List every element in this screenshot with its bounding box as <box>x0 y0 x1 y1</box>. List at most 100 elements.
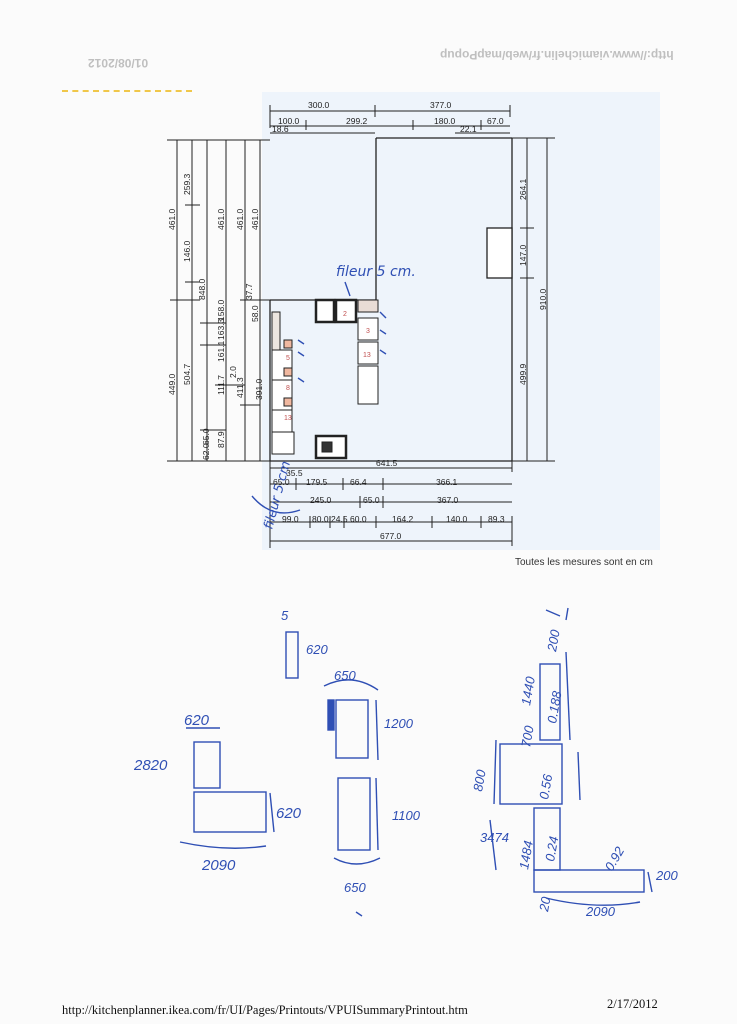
dim-label: 62.0 <box>201 443 211 460</box>
dim-label: 677.0 <box>380 531 402 541</box>
dim-label: 300.0 <box>308 100 330 110</box>
dim-label: 24.5 <box>331 514 348 524</box>
sketch-label: 1440 <box>518 675 538 707</box>
dim-label: 147.0 <box>518 244 528 266</box>
dim-label: 111.7 <box>216 375 226 395</box>
sketch-label: 20 <box>536 895 554 914</box>
dim-label: 299.2 <box>346 116 368 126</box>
dim-label: 848.0 <box>197 278 207 300</box>
dim-label: 146.0 <box>182 240 192 262</box>
highlight-dash <box>62 90 192 92</box>
dim-label: 461.0 <box>235 208 245 230</box>
sketch-label: 1484 <box>516 839 536 870</box>
dim-label: 99.0 <box>282 514 299 524</box>
dim-label: 366.1 <box>436 477 458 487</box>
sketch-1-labels: 620 2820 620 2090 <box>133 712 302 874</box>
sketch-label: 2090 <box>201 857 236 874</box>
dim-label: 499.9 <box>518 363 528 385</box>
dim-label: 22.1 <box>460 124 477 134</box>
dim-label: 100.0 <box>278 116 300 126</box>
sketch-label: 1100 <box>392 808 421 823</box>
cabinet-label: 8 <box>286 385 290 392</box>
dim-label: 60.0 <box>350 514 367 524</box>
cabinet-label: 13 <box>363 352 371 359</box>
dim-label: 2.0 <box>228 366 238 378</box>
sketch-label: 2820 <box>133 757 168 774</box>
sketch-label: 650 <box>344 880 366 895</box>
dim-label: 411.3 <box>235 377 245 398</box>
dim-label: 65.0 <box>363 495 380 505</box>
dim-label: 180.0 <box>434 116 456 126</box>
sketch-label: 3474 <box>480 830 509 845</box>
sketch-label: 620 <box>184 712 210 729</box>
right-dimension-lines <box>512 137 555 462</box>
plan-hand-marks <box>251 281 387 514</box>
sketch-label: 620 <box>276 805 302 822</box>
sketch-label: 200 <box>655 868 678 883</box>
top-dimension-lines <box>269 105 511 134</box>
dim-label: 910.0 <box>538 288 548 310</box>
cabinet-label: 2 <box>343 311 347 318</box>
sketch-2-labels: 5 620 650 1200 1100 650 <box>281 608 421 895</box>
dim-label: 163.3 <box>216 318 226 340</box>
dim-label: 164.2 <box>392 514 414 524</box>
dim-label: 87.9 <box>216 431 226 448</box>
dim-label: 80.0 <box>312 514 329 524</box>
sketch-label: 650 <box>334 668 356 683</box>
cabinet-label: 5 <box>286 355 290 362</box>
cabinet-labels: 2 3 13 5 8 13 <box>284 311 371 422</box>
dim-label: 391.0 <box>254 378 264 400</box>
left-dimension-labels: 461.0 259.3 146.0 848.0 504.7 449.0 461.… <box>167 173 264 460</box>
footer-url: http://kitchenplanner.ikea.com/fr/UI/Pag… <box>62 1003 468 1017</box>
sketch-label: 2090 <box>585 904 616 919</box>
dim-label: 158.0 <box>216 299 226 321</box>
dim-label: 264.1 <box>518 178 528 200</box>
sketch-label: 1200 <box>384 716 414 731</box>
dim-label: 377.0 <box>430 100 452 110</box>
dim-label: 67.0 <box>487 116 504 126</box>
dim-label: 89.3 <box>488 514 505 524</box>
sketch-label: 0.92 <box>602 843 628 873</box>
sketch-3-labels: 200 1440 0.188 700 800 0.56 3474 1484 0.… <box>470 628 678 919</box>
dim-label: 37.7 <box>244 283 254 300</box>
sketch-label: 700 <box>518 724 537 749</box>
sketch-label: 0.56 <box>536 772 555 800</box>
cabinet-label: 3 <box>366 328 370 335</box>
footer-date: 2/17/2012 <box>607 997 658 1011</box>
top-dimension-labels: 300.0 377.0 100.0 299.2 180.0 67.0 18.6 … <box>272 100 504 134</box>
bottom-dimension-lines <box>269 461 513 548</box>
sketch-label: 200 <box>544 628 563 654</box>
cabinet-label: 13 <box>284 415 292 422</box>
right-dimension-labels: 264.1 147.0 910.0 499.9 <box>518 178 548 385</box>
dim-label: 18.6 <box>272 124 289 134</box>
dim-label: 65.0 <box>201 428 211 445</box>
dim-label: 161.1 <box>216 340 226 362</box>
dim-label: 35.5 <box>286 468 303 478</box>
dim-label: 461.0 <box>167 208 177 230</box>
filler-annotation: fileur 5 cm. <box>336 264 416 280</box>
sketch-label: 800 <box>470 768 489 793</box>
sketch-1-drawing <box>179 727 275 849</box>
dim-label: 245.0 <box>310 495 332 505</box>
dim-label: 140.0 <box>446 514 468 524</box>
dim-label: 461.0 <box>216 208 226 230</box>
sketch-label: 0.24 <box>542 835 561 863</box>
units-note: Toutes les mesures sont en cm <box>515 557 653 568</box>
cabinets <box>271 298 379 460</box>
dim-label: 259.3 <box>182 173 192 195</box>
dim-label: 179.5 <box>306 477 328 487</box>
bottom-dimension-labels: 641.5 35.5 65.0 179.5 66.4 366.1 245.0 6… <box>273 458 505 541</box>
sketch-label: 5 <box>281 608 289 623</box>
dim-label: 641.5 <box>376 458 398 468</box>
dim-label: 504.7 <box>182 363 192 385</box>
left-dimension-lines <box>167 139 270 462</box>
dim-label: 449.0 <box>167 373 177 395</box>
dim-label: 58.0 <box>250 305 260 322</box>
sketch-3-drawing <box>489 607 653 906</box>
dim-label: 66.4 <box>350 477 367 487</box>
sketch-label: 620 <box>306 642 328 657</box>
dim-label: 65.0 <box>273 477 290 487</box>
sketch-label: 0.188 <box>544 689 565 724</box>
